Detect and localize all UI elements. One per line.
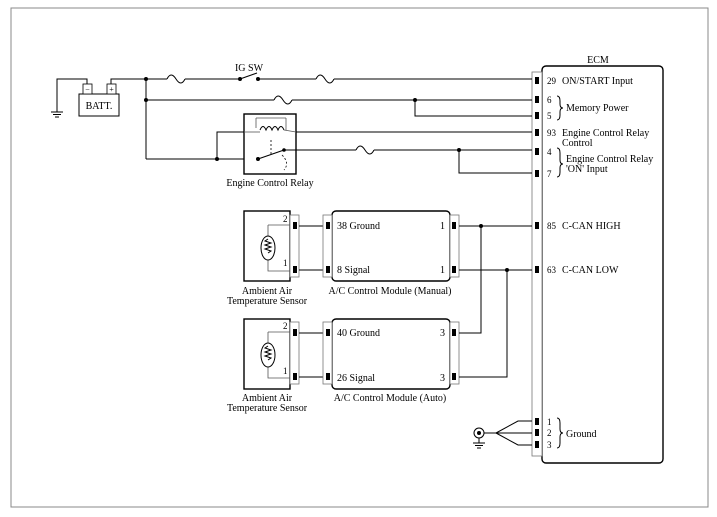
ecm-terminal: [535, 418, 539, 425]
ecm-terminal: [535, 222, 539, 229]
battery: BATT. − +: [51, 78, 146, 118]
ecm-connector-strip: [531, 71, 543, 457]
fuse-icon: [315, 74, 335, 84]
ground-symbol-icon: [51, 111, 63, 118]
sensor-label: Ambient Air: [242, 393, 293, 404]
ecm-terminal: [535, 266, 539, 273]
relay-coil-icon: [259, 126, 285, 132]
battery-positive-wire: [110, 78, 146, 84]
ecm-terminal: [535, 170, 539, 177]
sensor-pin: 2: [283, 321, 288, 331]
ecm-terminal: [535, 77, 539, 84]
can-bus-wiring: [459, 224, 532, 378]
ecm-ground-wiring: [473, 420, 532, 449]
diagram-frame: [10, 7, 709, 508]
ecm-terminal: [535, 96, 539, 103]
ecm-pin-number: 63: [547, 265, 557, 275]
battery-minus-sign: −: [85, 85, 90, 94]
module-pin-label: 3: [440, 373, 445, 384]
ig-switch-blade: [239, 72, 258, 80]
brace-ground: [556, 417, 564, 449]
sensor-label: Temperature Sensor: [227, 296, 308, 307]
ecm-relay-on-input-label: Engine Control Relay: [566, 154, 653, 165]
module-pin-label: 26 Signal: [337, 373, 375, 384]
ac-control-module-auto: 40 Ground 26 Signal 3 3 A/C Control Modu…: [322, 318, 460, 404]
ecm-block: ECM 29 6 5 93 4 7 85 63 1 2 3 ON/ST: [531, 55, 664, 464]
sensor-label: Temperature Sensor: [227, 403, 308, 414]
ecm-pin-number: 4: [547, 147, 552, 157]
engine-control-relay: Engine Control Relay: [226, 113, 314, 189]
brace-relay-on-input: [556, 147, 564, 178]
ac-control-module-manual: 38 Ground 8 Signal 1 1 A/C Control Modul…: [322, 210, 460, 297]
ecm-terminals: [535, 77, 539, 448]
fuse-icon: [166, 74, 186, 84]
battery-ground-wire: [56, 78, 88, 112]
battery-plus-sign: +: [109, 85, 114, 94]
brace-memory-power: [556, 95, 564, 121]
ecm-terminal: [535, 148, 539, 155]
ecm-pin-number: 85: [547, 221, 557, 231]
ecm-ground-label: Ground: [566, 429, 597, 440]
relay-wiring: [296, 131, 532, 174]
relay-label: Engine Control Relay: [226, 178, 313, 189]
ambient-air-temperature-sensor-auto: 2 1 Ambient Air Temperature Sensor: [227, 318, 308, 414]
fuse-icon: [355, 145, 375, 155]
module-pin-label: 40 Ground: [337, 328, 380, 339]
ecm-pin-label: Engine Control Relay: [562, 128, 649, 139]
ecm-pin-label: ON/START Input: [562, 76, 633, 87]
ecm-pin-number: 2: [547, 428, 552, 438]
battery-box: [78, 93, 120, 117]
module-pin-label: 1: [440, 221, 445, 232]
ecm-pin-number: 93: [547, 128, 557, 138]
module-label: A/C Control Module (Manual): [328, 286, 451, 297]
sensor-label: Ambient Air: [242, 286, 293, 297]
ecm-pin-number: 6: [547, 95, 552, 105]
relay-switch-blade: [257, 149, 285, 160]
sensor-wiring: [299, 225, 323, 378]
ambient-air-temperature-sensor-manual: 2 1 Ambient Air Temperature Sensor: [227, 210, 308, 307]
sensor-pin: 1: [283, 258, 288, 268]
ecm-terminal: [535, 429, 539, 436]
sensor-pin: 2: [283, 214, 288, 224]
sensor-pin: 1: [283, 366, 288, 376]
ecm-terminal: [535, 112, 539, 119]
ecm-pin-number: 1: [547, 417, 552, 427]
module-label: A/C Control Module (Auto): [334, 393, 447, 404]
ecm-pin-label: C-CAN LOW: [562, 265, 619, 276]
ecm-pin-number: 3: [547, 440, 552, 450]
ecm-pin-label: Control: [562, 138, 593, 149]
power-wiring: IG SW: [144, 63, 532, 161]
ecm-pin-number: 5: [547, 111, 552, 121]
ecm-pin-number: 7: [547, 169, 552, 179]
ecm-pin-label: C-CAN HIGH: [562, 221, 621, 232]
module-pin-label: 1: [440, 265, 445, 276]
module-pin-label: 8 Signal: [337, 265, 370, 276]
ecm-relay-on-input-label: 'ON' Input: [566, 164, 608, 175]
module-pin-label: 3: [440, 328, 445, 339]
ecm-memory-power-label: Memory Power: [566, 103, 629, 114]
ecm-title: ECM: [587, 55, 609, 66]
module-pin-label: 38 Ground: [337, 221, 380, 232]
ecm-terminal: [535, 441, 539, 448]
battery-label: BATT.: [86, 101, 113, 112]
ecm-pin-number: 29: [547, 76, 557, 86]
fuse-icon: [273, 95, 293, 105]
relay-box: [243, 113, 297, 175]
ecm-terminal: [535, 129, 539, 136]
ig-switch-label: IG SW: [235, 63, 264, 74]
